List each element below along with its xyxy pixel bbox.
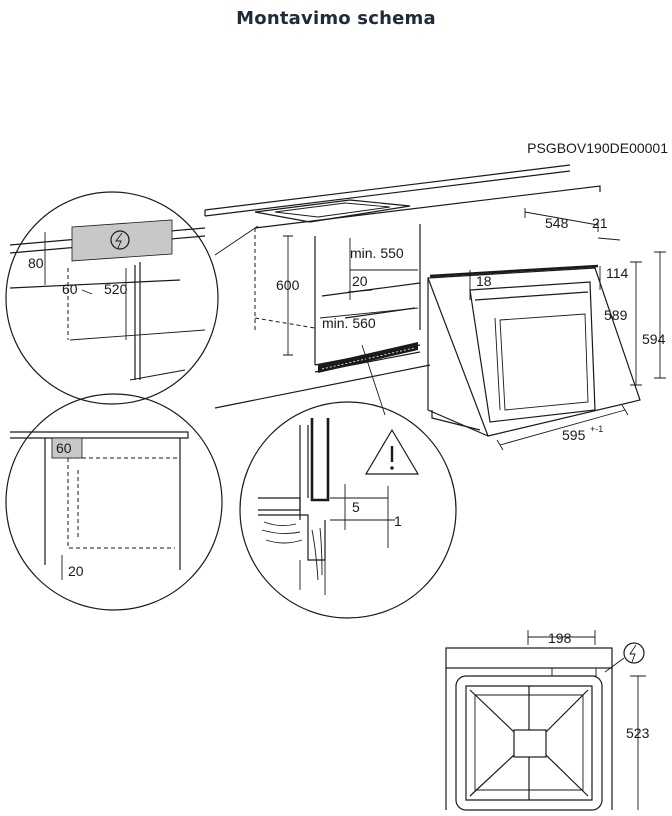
oven-front-view: 198 523 xyxy=(445,630,650,811)
dim-5: 5 xyxy=(352,499,360,515)
dim-589: 589 xyxy=(604,307,628,323)
dim-520: 520 xyxy=(104,281,128,297)
page-title: Montavimo schema xyxy=(236,8,436,29)
diagram-code: PSGBOV190DE00001 xyxy=(527,140,668,156)
dim-min-560: min. 560 xyxy=(322,315,376,331)
vent-marker xyxy=(51,437,83,459)
detail-circle-middle: 5 1 xyxy=(239,401,457,619)
dim-60-gap: 60 xyxy=(56,440,72,456)
dim-80: 80 xyxy=(28,255,44,271)
dim-594: 594 xyxy=(642,331,666,347)
dim-595-tolerance: +-1 xyxy=(590,424,603,434)
hob-shape xyxy=(254,199,411,223)
detail-circle-top-left: 80 60 520 xyxy=(5,191,219,405)
dim-min-550: min. 550 xyxy=(350,245,404,261)
dim-20-gap: 20 xyxy=(68,563,84,579)
dim-60-outlet: 60 xyxy=(62,281,78,297)
cabinet-illustration: 600 min. 550 20 min. 560 xyxy=(204,164,601,416)
dim-548: 548 xyxy=(545,215,569,231)
dim-595: 595 xyxy=(562,427,586,443)
junction-box xyxy=(71,219,173,262)
dim-20-cabinet: 20 xyxy=(352,273,368,289)
dim-523: 523 xyxy=(626,725,650,741)
detail-circle-bottom-left: 60 20 xyxy=(5,393,223,611)
dim-1: 1 xyxy=(394,513,402,529)
plinth-vent xyxy=(318,342,418,373)
dim-198: 198 xyxy=(548,630,572,646)
dim-114: 114 xyxy=(606,265,629,281)
dim-21: 21 xyxy=(592,215,608,231)
dim-600: 600 xyxy=(276,277,300,293)
warning-icon xyxy=(364,428,420,475)
electric-icon xyxy=(110,230,130,250)
dim-18: 18 xyxy=(476,273,492,289)
oven-illustration: 548 21 18 114 589 594 595 +-1 xyxy=(427,208,666,451)
electric-icon-front xyxy=(604,642,645,673)
